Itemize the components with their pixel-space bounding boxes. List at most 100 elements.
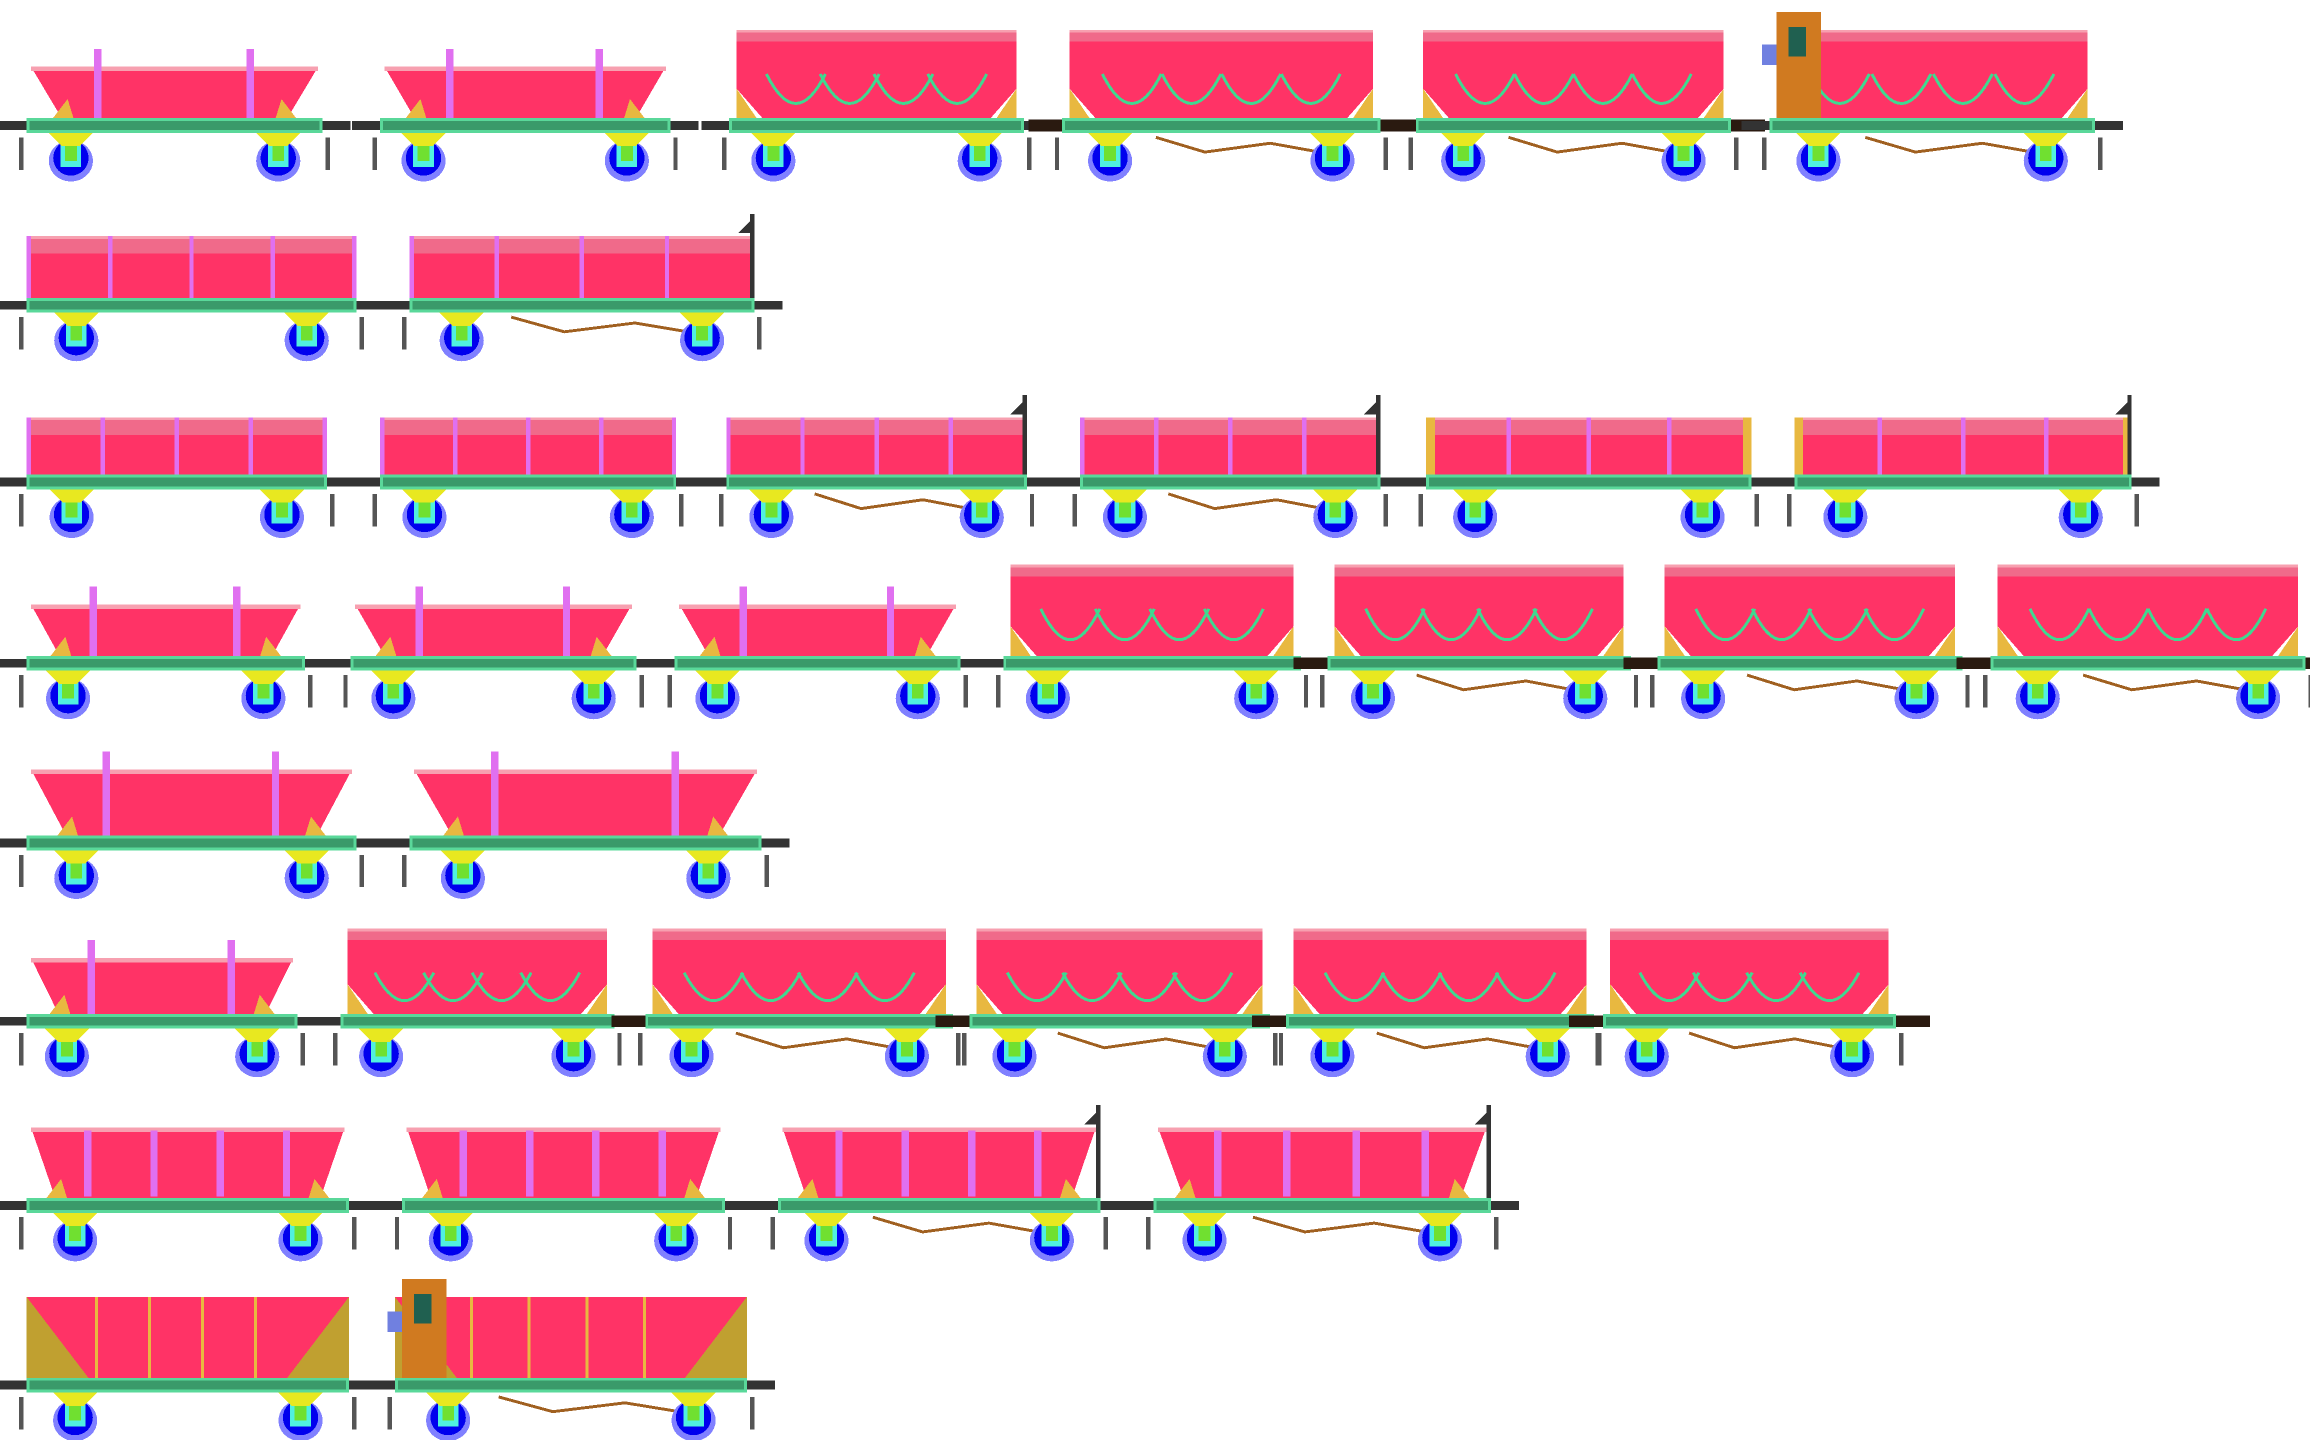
hopper-top-band: [1334, 564, 1624, 577]
hopper-rib: [1572, 73, 1634, 105]
body-post: [1079, 417, 1085, 483]
coupling-chain-right: [1754, 493, 1760, 527]
wheel-hub: [711, 683, 724, 699]
coupling-chain-right: [325, 137, 330, 170]
wheel-hub: [1041, 683, 1054, 699]
axlebox: [1661, 132, 1706, 147]
coupler-right: [1750, 477, 1780, 487]
underframe: [29, 1016, 295, 1026]
axlebox: [1525, 1028, 1570, 1042]
coupler-right: [668, 121, 699, 130]
hopper-body: [736, 41, 1017, 126]
wheel-hub: [2031, 683, 2044, 699]
wheel-hub: [418, 502, 431, 518]
underframe: [729, 477, 1024, 487]
wheel-hub: [65, 502, 78, 518]
axlebox: [278, 1212, 323, 1227]
axlebox: [53, 1392, 98, 1406]
coupler-right: [760, 838, 790, 848]
buffer-left: [57, 816, 78, 836]
hopper-rib: [854, 971, 916, 1002]
wheel: [1624, 1028, 1669, 1078]
coupling-chain-left: [19, 493, 24, 527]
wheel: [1894, 670, 1939, 720]
body-post: [1153, 417, 1159, 483]
wheel-hub: [1008, 1041, 1021, 1057]
body-post: [579, 236, 585, 306]
coupler-right: [325, 477, 356, 487]
coupling-chain-right: [757, 317, 762, 350]
axlebox: [751, 132, 796, 147]
hopper-rib: [2087, 608, 2150, 641]
buffer-right: [624, 99, 645, 119]
body-post: [2044, 417, 2049, 483]
coupling-chain-right: [1026, 137, 1032, 170]
underframe: [648, 1016, 951, 1026]
coupling-chain-right: [300, 1033, 305, 1066]
coupling-chain-right: [679, 493, 684, 527]
axlebox: [1563, 670, 1608, 684]
brake-rigging: [1688, 1031, 1841, 1050]
hopper-body: [1423, 41, 1724, 126]
wheel-hub: [60, 1041, 73, 1057]
hopper-rib: [1420, 608, 1482, 641]
buffer-left: [1174, 1178, 1196, 1199]
brake-rigging: [498, 1395, 680, 1414]
end-slope-right: [991, 88, 1017, 126]
brake-rigging: [735, 1031, 895, 1050]
wheel: [259, 489, 305, 539]
coupler-right: [303, 658, 333, 668]
hopper-rib: [1220, 73, 1282, 105]
underframe: [677, 658, 958, 668]
coupler-right: [355, 838, 385, 848]
stanchion: [967, 1130, 976, 1197]
hopper-rim: [736, 29, 1017, 33]
body-post: [1877, 417, 1883, 483]
coupler-left: [646, 658, 677, 668]
wagon-sprite: [0, 417, 356, 539]
coupler-left: [352, 121, 382, 130]
hopper-body: [1997, 576, 2299, 664]
coupling-chain-left: [667, 675, 672, 708]
wheel: [695, 670, 740, 720]
hopper-rim: [1610, 928, 1889, 932]
end-slope-left: [976, 984, 1002, 1022]
wheel-hub: [272, 146, 285, 161]
brake-rigging: [1167, 492, 1324, 511]
axlebox: [2023, 132, 2068, 147]
body-post: [800, 417, 805, 483]
body-post: [527, 1296, 531, 1386]
coupling-chain-left: [19, 137, 24, 170]
body-post: [322, 417, 328, 483]
axlebox: [571, 670, 616, 684]
body-post: [874, 417, 879, 483]
hopper-rib: [1476, 608, 1538, 641]
hopper-rib: [1148, 608, 1211, 641]
wheel-hub: [911, 683, 924, 699]
wheel: [426, 1392, 471, 1440]
coupling-chain-left: [637, 1033, 643, 1066]
wagon-sprite: [0, 586, 333, 720]
hopper-rim: [1776, 29, 2088, 33]
coupling-chain-right: [1103, 1217, 1108, 1250]
axlebox: [671, 1392, 716, 1406]
hopper-body: [1157, 1127, 1487, 1199]
axlebox: [959, 489, 1004, 503]
coupler-right: [723, 1201, 753, 1210]
wheel: [884, 1028, 930, 1078]
coupling-chain-left: [1595, 1033, 1600, 1066]
coupling-chain-right: [352, 1217, 357, 1250]
hopper-body: [1293, 940, 1587, 1022]
wheel: [284, 312, 329, 362]
coupling-chain-left: [387, 1396, 392, 1430]
axlebox: [45, 670, 91, 684]
underframe: [732, 121, 1021, 130]
coupling-chain-left: [995, 675, 1001, 708]
wheel-hub: [1250, 683, 1263, 699]
wheel: [1234, 670, 1279, 720]
wheel-hub: [1846, 1041, 1859, 1057]
wagon-sprite: [312, 928, 643, 1078]
coupling-chain-left: [718, 493, 724, 527]
axlebox: [1894, 670, 1939, 684]
axlebox: [669, 1028, 714, 1042]
